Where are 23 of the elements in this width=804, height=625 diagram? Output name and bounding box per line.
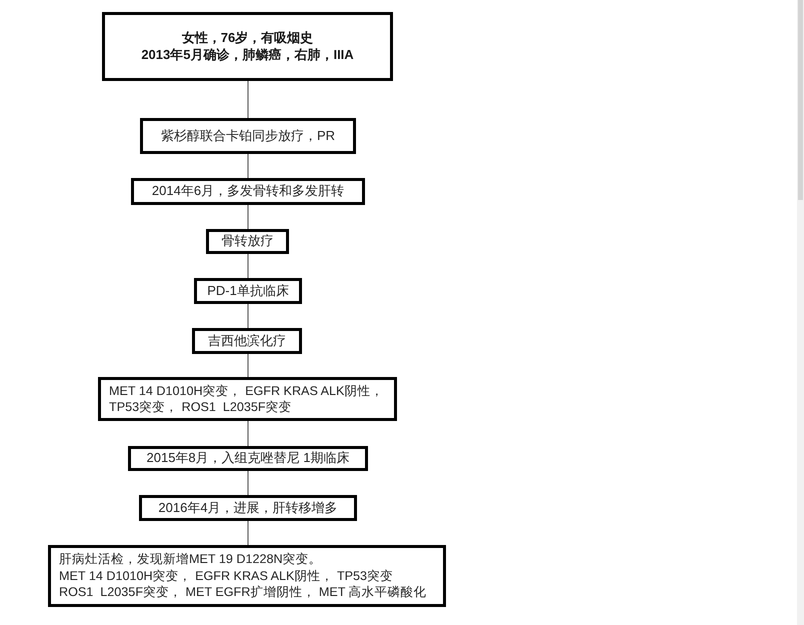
process-box	[192, 328, 302, 354]
step-text: MET 14 D1010H突变， EGFR KRAS ALK阴性， TP53突变	[59, 568, 394, 584]
process-box	[131, 178, 365, 205]
step-text: 紫杉醇联合卡铂同步放疗，PR	[160, 128, 336, 144]
step-text: ROS1 L2035F突变， MET EGFR扩增阴性， MET 高水平磷酸化	[59, 584, 427, 601]
process-box	[48, 545, 446, 607]
step-text: MET 14 D1010H突变， EGFR KRAS ALK阴性，TP53突变， ROS1 L2035F突变	[109, 382, 384, 416]
step-text: 吉西他滨化疗	[208, 332, 286, 350]
step-text: 女性，76岁，有吸烟史	[182, 30, 314, 46]
process-box	[140, 118, 356, 154]
step-text: 2016年4月，进展，肝转移增多	[158, 500, 338, 516]
step-text: 2013年5月确诊，肺鳞癌，右肺，IIIA	[141, 46, 354, 64]
step-text: 肝病灶活检，发现新增MET 19 D1228N突变。	[59, 551, 322, 568]
process-box	[128, 446, 368, 471]
step-text: 2015年8月，入组克唑替尼 1期临床	[146, 450, 350, 467]
process-box	[194, 278, 302, 304]
process-box	[206, 229, 289, 254]
process-box	[139, 495, 357, 521]
step-text: 2014年6月，多发骨转和多发肝转	[152, 183, 344, 200]
process-box	[102, 12, 393, 81]
process-box	[98, 377, 397, 421]
step-text: PD-1单抗临床	[207, 282, 289, 300]
step-text: 骨转放疗	[222, 233, 274, 250]
